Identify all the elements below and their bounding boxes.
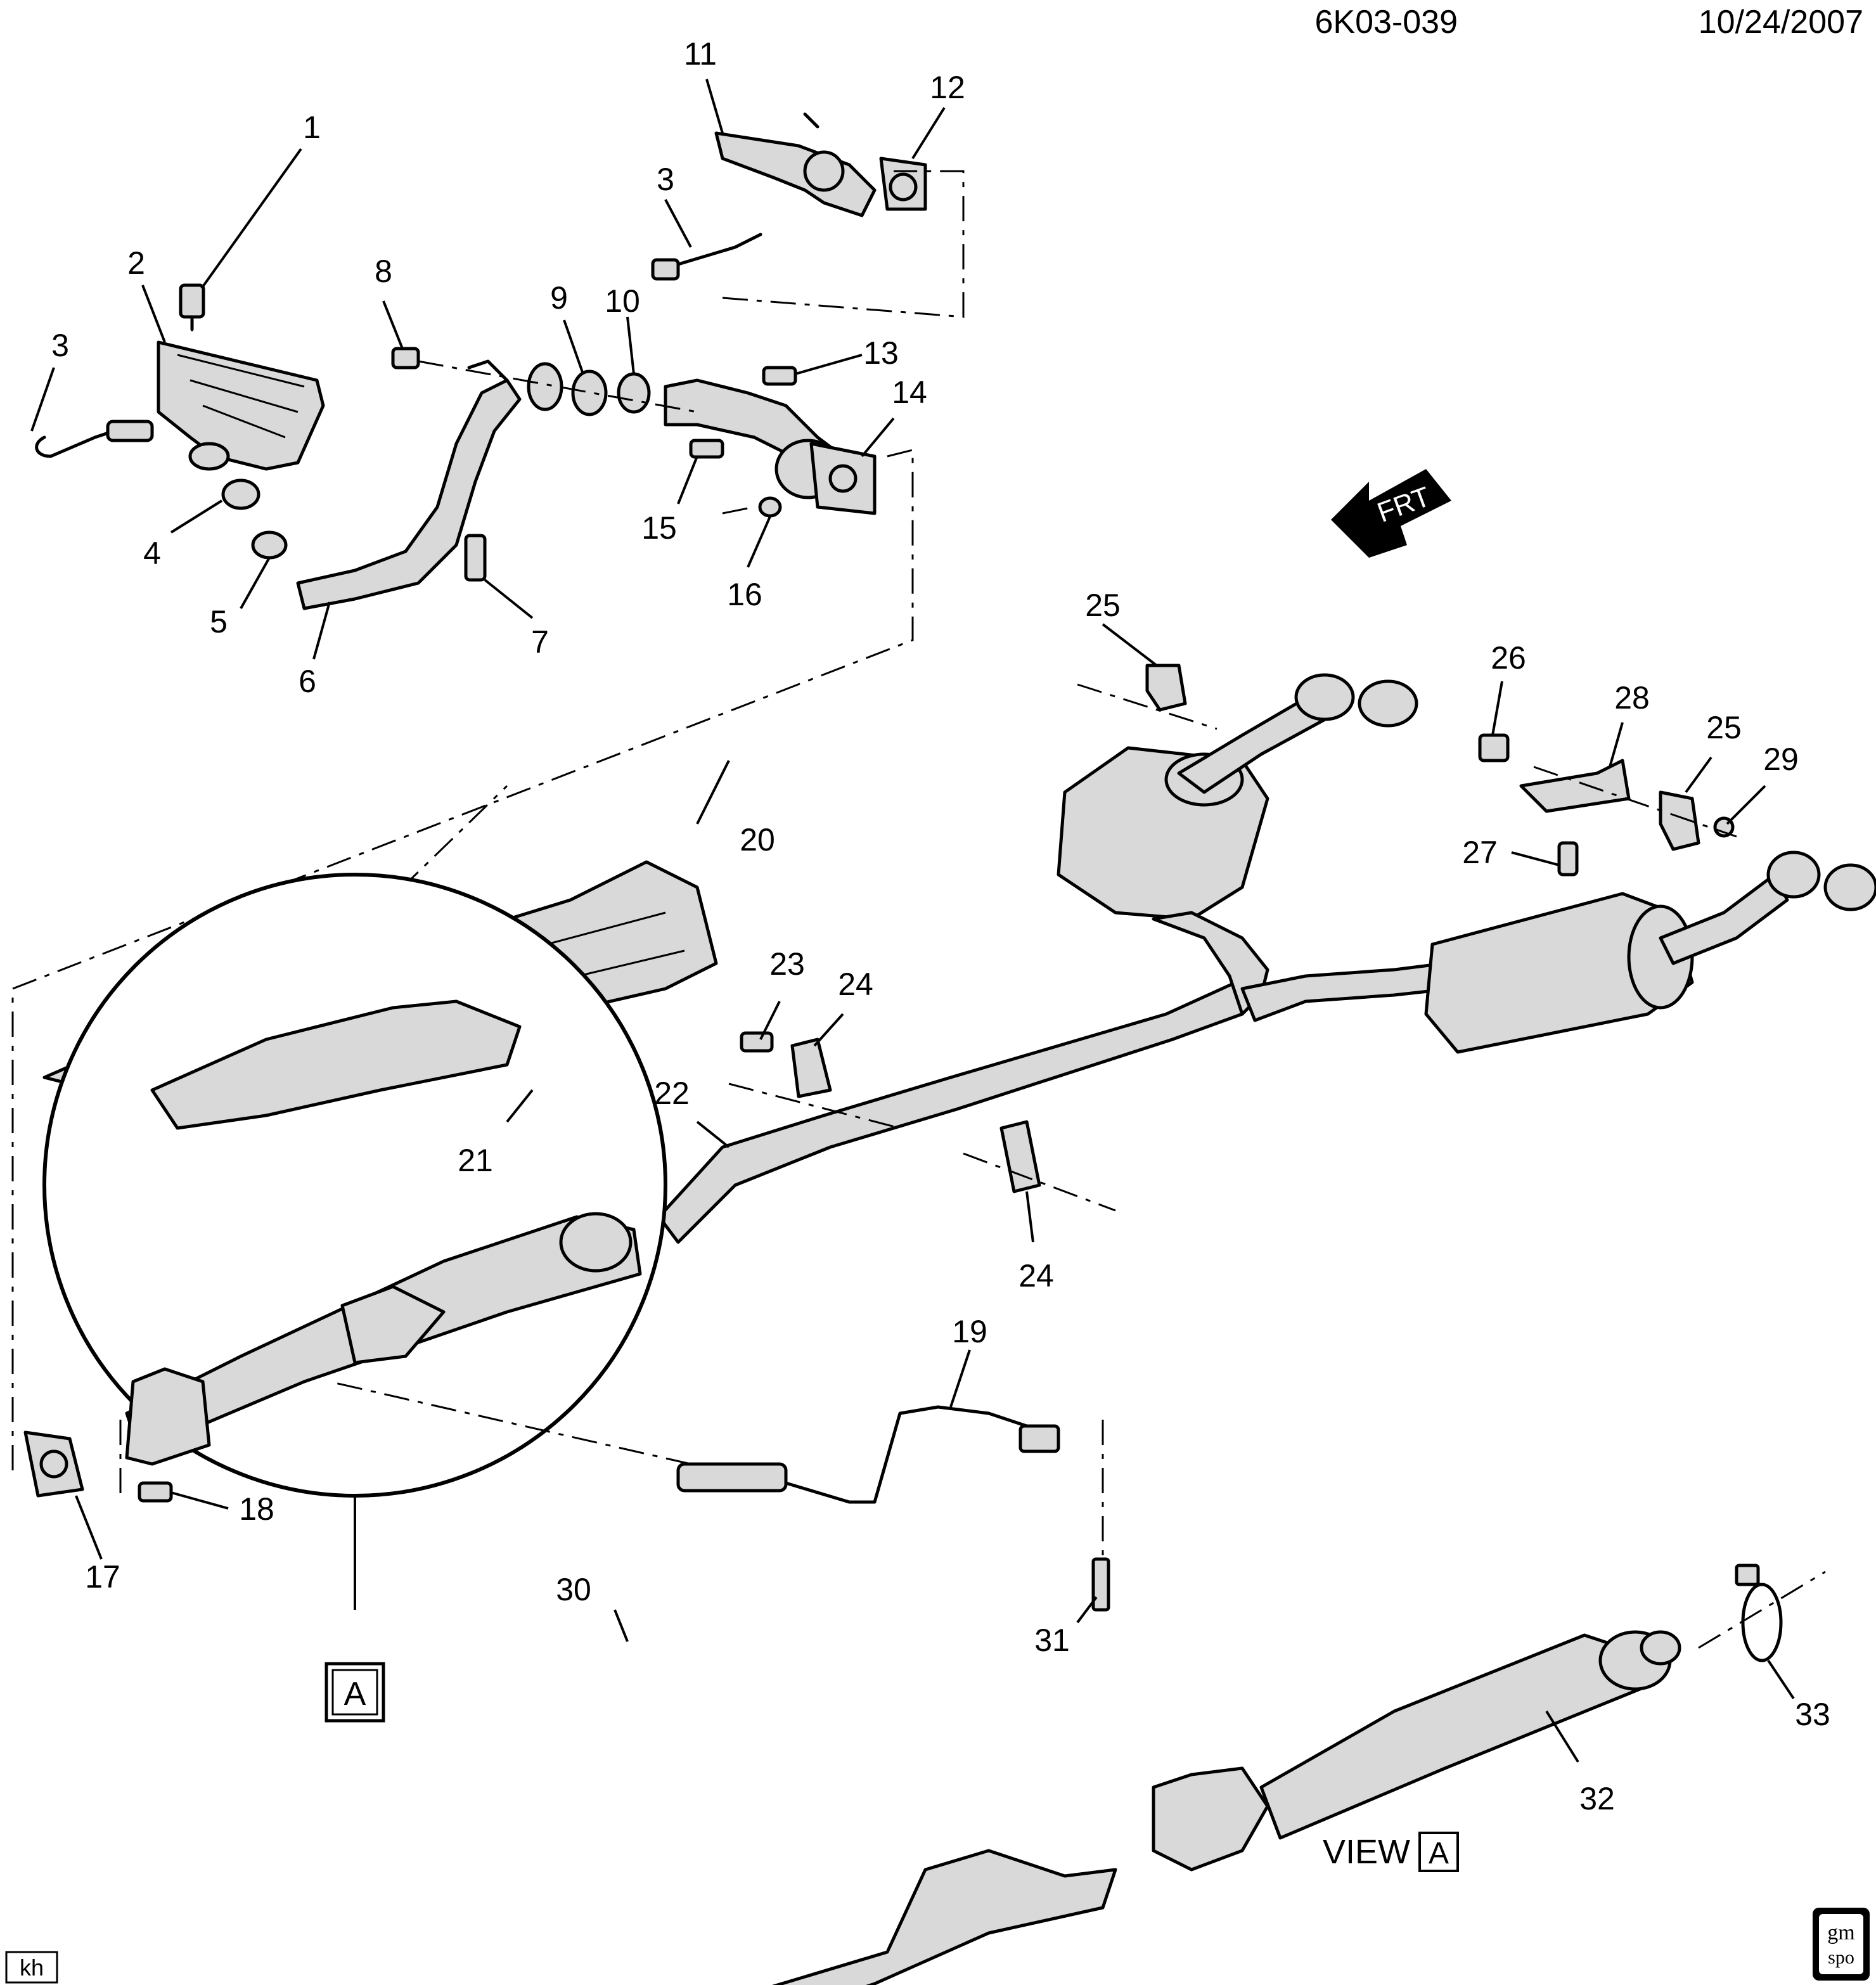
front-arrow: FRT bbox=[1331, 469, 1451, 558]
oxygen-sensor-left bbox=[35, 420, 154, 458]
view-a-box-letter: A bbox=[344, 1676, 366, 1712]
clip-part-31 bbox=[1091, 1557, 1110, 1612]
corner-mark-left: kh bbox=[5, 1951, 58, 1984]
exhaust-manifold-right bbox=[714, 112, 877, 217]
callout-25a: 25 bbox=[1085, 588, 1121, 623]
oxygen-sensor-part-19 bbox=[676, 1405, 1060, 1504]
gasket-part-12 bbox=[879, 157, 927, 211]
callout-19: 19 bbox=[952, 1314, 987, 1349]
view-letter: A bbox=[1429, 1837, 1449, 1870]
bolt-part-18 bbox=[138, 1481, 173, 1503]
view-a-box: A bbox=[324, 1662, 385, 1723]
diagram-code: 6K03-039 bbox=[1314, 4, 1458, 41]
callout-15: 15 bbox=[641, 510, 677, 546]
clamp-part-33 bbox=[1735, 1564, 1783, 1662]
callout-4: 4 bbox=[143, 536, 161, 571]
bracket-part-28 bbox=[1519, 759, 1631, 813]
callout-13: 13 bbox=[863, 335, 899, 371]
oxygen-sensor-right bbox=[651, 233, 762, 281]
callout-26: 26 bbox=[1491, 640, 1526, 676]
callout-22: 22 bbox=[654, 1076, 690, 1111]
callout-29: 29 bbox=[1763, 742, 1799, 777]
callout-2: 2 bbox=[127, 245, 145, 281]
callout-labels: 1 2 3 3 4 5 6 7 8 9 10 11 12 13 14 15 16… bbox=[51, 36, 1830, 1816]
gm-spo-logo: gm spo bbox=[1813, 1908, 1870, 1981]
callout-25b: 25 bbox=[1706, 710, 1742, 745]
flange-14 bbox=[809, 442, 877, 515]
callout-1: 1 bbox=[303, 110, 321, 145]
muffler-front-left bbox=[1057, 673, 1418, 921]
bolt-part-13 bbox=[762, 366, 797, 386]
leader-lines bbox=[30, 79, 1795, 1763]
clamp-assembly-line bbox=[1698, 1571, 1826, 1649]
nut-part-16 bbox=[758, 496, 782, 518]
heat-shield-part-30 bbox=[771, 1849, 1117, 1985]
bolt-part-27 bbox=[1557, 841, 1579, 877]
bolt-part-23 bbox=[740, 1031, 774, 1053]
callout-18: 18 bbox=[239, 1491, 274, 1527]
callout-28: 28 bbox=[1614, 680, 1650, 716]
callout-31: 31 bbox=[1034, 1622, 1070, 1658]
bolt-part-15 bbox=[689, 439, 724, 459]
bolt-part-8 bbox=[391, 347, 420, 369]
view-a-detail-circle bbox=[42, 873, 667, 1498]
bolt-part-1 bbox=[179, 283, 205, 331]
flange-part-17 bbox=[23, 1430, 84, 1498]
view-a-caption: VIEW A bbox=[1323, 1832, 1459, 1872]
callout-21: 21 bbox=[458, 1143, 493, 1178]
diagram-date: 10/24/2007 bbox=[1699, 4, 1863, 41]
logo-line2: spo bbox=[1828, 1947, 1854, 1968]
callout-17: 17 bbox=[85, 1559, 120, 1595]
callout-32: 32 bbox=[1579, 1781, 1615, 1816]
callout-23: 23 bbox=[769, 946, 805, 982]
logo-line1: gm bbox=[1827, 1921, 1854, 1944]
hanger-part-25-left bbox=[1145, 664, 1187, 712]
seal-9-10 bbox=[571, 369, 651, 416]
muffler-rear-right bbox=[1424, 851, 1876, 1054]
callout-33: 33 bbox=[1795, 1697, 1830, 1732]
hanger-part-25-right bbox=[1659, 790, 1700, 851]
assembly-line-3 bbox=[11, 449, 914, 1477]
hanger-part-24-lower bbox=[999, 1120, 1041, 1193]
callout-7: 7 bbox=[531, 624, 549, 660]
callout-16: 16 bbox=[727, 577, 762, 612]
gasket-4-5 bbox=[221, 479, 288, 560]
assembly-line-1 bbox=[722, 170, 965, 318]
intermediate-pipe bbox=[657, 980, 1244, 1244]
converter-assembly-part-32 bbox=[1152, 1630, 1681, 1872]
callout-27: 27 bbox=[1462, 835, 1498, 870]
corner-left-label: kh bbox=[20, 1955, 44, 1981]
callout-3b: 3 bbox=[657, 162, 674, 197]
bolt-part-7 bbox=[464, 534, 487, 582]
callout-24b: 24 bbox=[1018, 1258, 1054, 1294]
callout-6: 6 bbox=[299, 664, 316, 699]
lower-assembly-lines bbox=[119, 1380, 1104, 1559]
callout-20: 20 bbox=[740, 822, 775, 858]
hanger-part-24-upper bbox=[790, 1037, 832, 1098]
callout-5: 5 bbox=[210, 604, 228, 639]
bolt-part-26 bbox=[1478, 733, 1510, 762]
exhaust-manifold-left bbox=[157, 340, 325, 471]
callout-11: 11 bbox=[684, 36, 717, 72]
downpipe-front bbox=[296, 359, 563, 610]
view-word: VIEW bbox=[1323, 1833, 1410, 1871]
assembly-line-2 bbox=[418, 360, 755, 515]
callout-24a: 24 bbox=[838, 967, 873, 1002]
callout-12: 12 bbox=[930, 70, 965, 105]
callout-10: 10 bbox=[605, 283, 640, 319]
callout-30: 30 bbox=[556, 1572, 591, 1607]
callout-8: 8 bbox=[375, 254, 392, 289]
callout-14: 14 bbox=[892, 375, 927, 410]
callout-3a: 3 bbox=[51, 328, 69, 363]
callout-9: 9 bbox=[550, 280, 568, 316]
